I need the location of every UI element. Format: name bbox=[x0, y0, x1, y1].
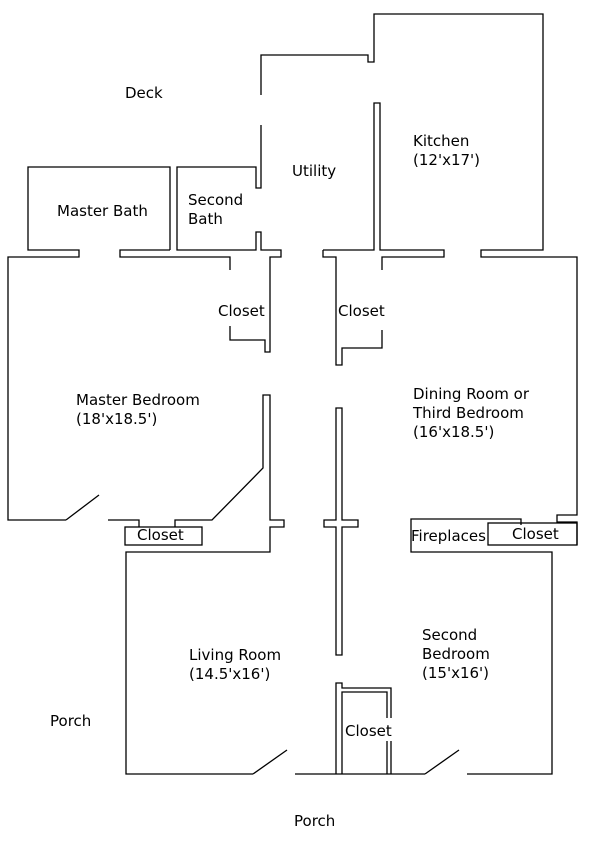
living-room-size: (14.5'x16') bbox=[189, 665, 271, 683]
label-deck: Deck bbox=[125, 84, 163, 102]
dining-line2: Third Bedroom bbox=[413, 404, 524, 422]
door-swing-living bbox=[252, 749, 288, 775]
label-master-bedroom: Master Bedroom (18'x18.5') bbox=[76, 391, 200, 429]
master-bedroom-size: (18'x18.5') bbox=[76, 410, 158, 428]
dining-closet-box bbox=[487, 522, 578, 546]
center-partition bbox=[323, 407, 359, 656]
label-closet-hall: Closet bbox=[338, 302, 385, 320]
master-bath-wall bbox=[7, 166, 231, 521]
kitchen-inner-wall bbox=[322, 102, 445, 366]
label-utility: Utility bbox=[292, 162, 337, 180]
master-bedroom-name: Master Bedroom bbox=[76, 391, 200, 409]
second-bath-line2: Bath bbox=[188, 210, 223, 228]
label-dining-room: Dining Room or Third Bedroom (16'x18.5') bbox=[413, 385, 529, 442]
label-living-room: Living Room (14.5'x16') bbox=[189, 646, 281, 684]
kitchen-name: Kitchen bbox=[413, 132, 470, 150]
master-bedroom-lower-wall bbox=[108, 394, 285, 775]
label-porch-left: Porch bbox=[50, 712, 92, 730]
master-closet-box bbox=[124, 526, 203, 546]
label-kitchen: Kitchen (12'x17') bbox=[413, 132, 480, 170]
label-closet-dining: Closet bbox=[512, 525, 559, 543]
label-closet-master-lower: Closet bbox=[137, 526, 184, 544]
label-porch-bottom: Porch bbox=[294, 812, 336, 830]
dining-size: (16'x18.5') bbox=[413, 423, 495, 441]
label-master-bath: Master Bath bbox=[57, 202, 148, 220]
second-bedroom-line1: Second bbox=[422, 626, 478, 644]
front-wall bbox=[295, 518, 553, 775]
door-swing-master bbox=[65, 494, 100, 521]
label-closet-master: Closet bbox=[218, 302, 265, 320]
label-second-bath: Second Bath bbox=[188, 191, 243, 229]
kitchen-utility-outer-wall bbox=[260, 13, 578, 545]
second-bath-line1: Second bbox=[188, 191, 244, 209]
living-room-name: Living Room bbox=[189, 646, 282, 664]
label-closet-front: Closet bbox=[345, 722, 392, 741]
front-closet-wall bbox=[335, 682, 392, 774]
label-second-bedroom: Second Bedroom (15'x16') bbox=[422, 626, 490, 683]
door-swing-bedroom bbox=[424, 749, 460, 775]
dining-line1: Dining Room or bbox=[413, 385, 530, 403]
kitchen-size: (12'x17') bbox=[413, 151, 481, 169]
utility-left-wall bbox=[176, 125, 282, 353]
label-fireplaces: Fireplaces bbox=[411, 527, 486, 545]
second-bedroom-line2: Bedroom bbox=[422, 645, 490, 663]
second-bedroom-size: (15'x16') bbox=[422, 664, 490, 682]
